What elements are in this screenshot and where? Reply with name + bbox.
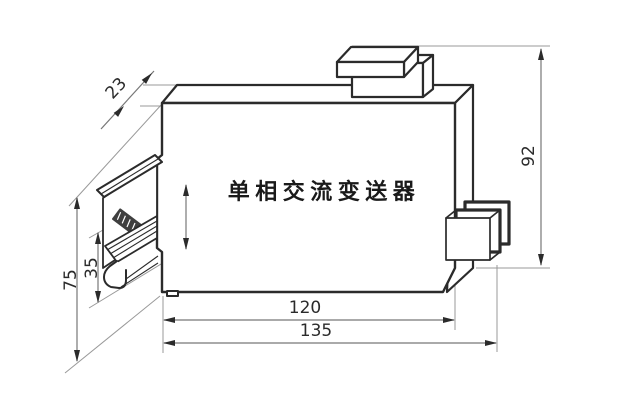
dimension-reference <box>183 184 189 250</box>
dimension-rail-width: 35 <box>82 232 102 303</box>
terminal-edge <box>489 251 501 261</box>
mounting-foot <box>166 290 179 297</box>
terminal-edge <box>489 209 501 219</box>
top-cover <box>335 45 435 99</box>
dimension-total-height: 92 <box>519 48 544 266</box>
arrowhead <box>113 103 127 117</box>
body-front-face <box>155 101 457 294</box>
dimension-total-width: 135 <box>163 321 497 346</box>
clip-flange-edge <box>100 158 159 195</box>
dimension-label-rail-width: 35 <box>82 257 102 279</box>
dimension-body-width: 120 <box>163 298 455 323</box>
dimension-label-side-height: 75 <box>61 269 81 291</box>
clip-hatch-line <box>109 225 158 255</box>
arrowhead <box>538 48 544 60</box>
clip-hatch-line <box>112 230 158 259</box>
clip-bottom-edge <box>125 255 159 280</box>
terminal-front <box>445 217 491 261</box>
din-rail-clip <box>96 154 163 289</box>
device-title: 单相交流变送器 <box>228 179 421 205</box>
arrowhead <box>163 340 175 346</box>
clip-hatch-line <box>106 220 158 251</box>
dimension-label-total-height: 92 <box>519 145 539 167</box>
clip-lower-flange <box>104 215 158 263</box>
dimension-label-total-width: 135 <box>300 321 332 341</box>
clip-hook <box>103 260 127 289</box>
terminal-block <box>445 200 511 261</box>
dimension-label-depth: 23 <box>102 74 131 103</box>
dimension-depth: 23 <box>100 70 155 130</box>
dimension-side-height: 75 <box>61 197 81 362</box>
terminal-edge <box>445 209 457 219</box>
arrowhead <box>443 317 455 323</box>
arrowhead <box>538 254 544 266</box>
clip-bottom-edge <box>120 262 159 288</box>
arrowhead <box>163 317 175 323</box>
projection-line <box>68 103 163 207</box>
arrowhead <box>74 350 80 362</box>
dimension-label-body-width: 120 <box>289 298 321 318</box>
projection-line <box>64 295 161 374</box>
cover-base-right-face <box>421 53 435 99</box>
cover-cap-front-face <box>335 60 406 79</box>
arrowhead <box>485 340 497 346</box>
side-label-marks <box>116 211 136 231</box>
